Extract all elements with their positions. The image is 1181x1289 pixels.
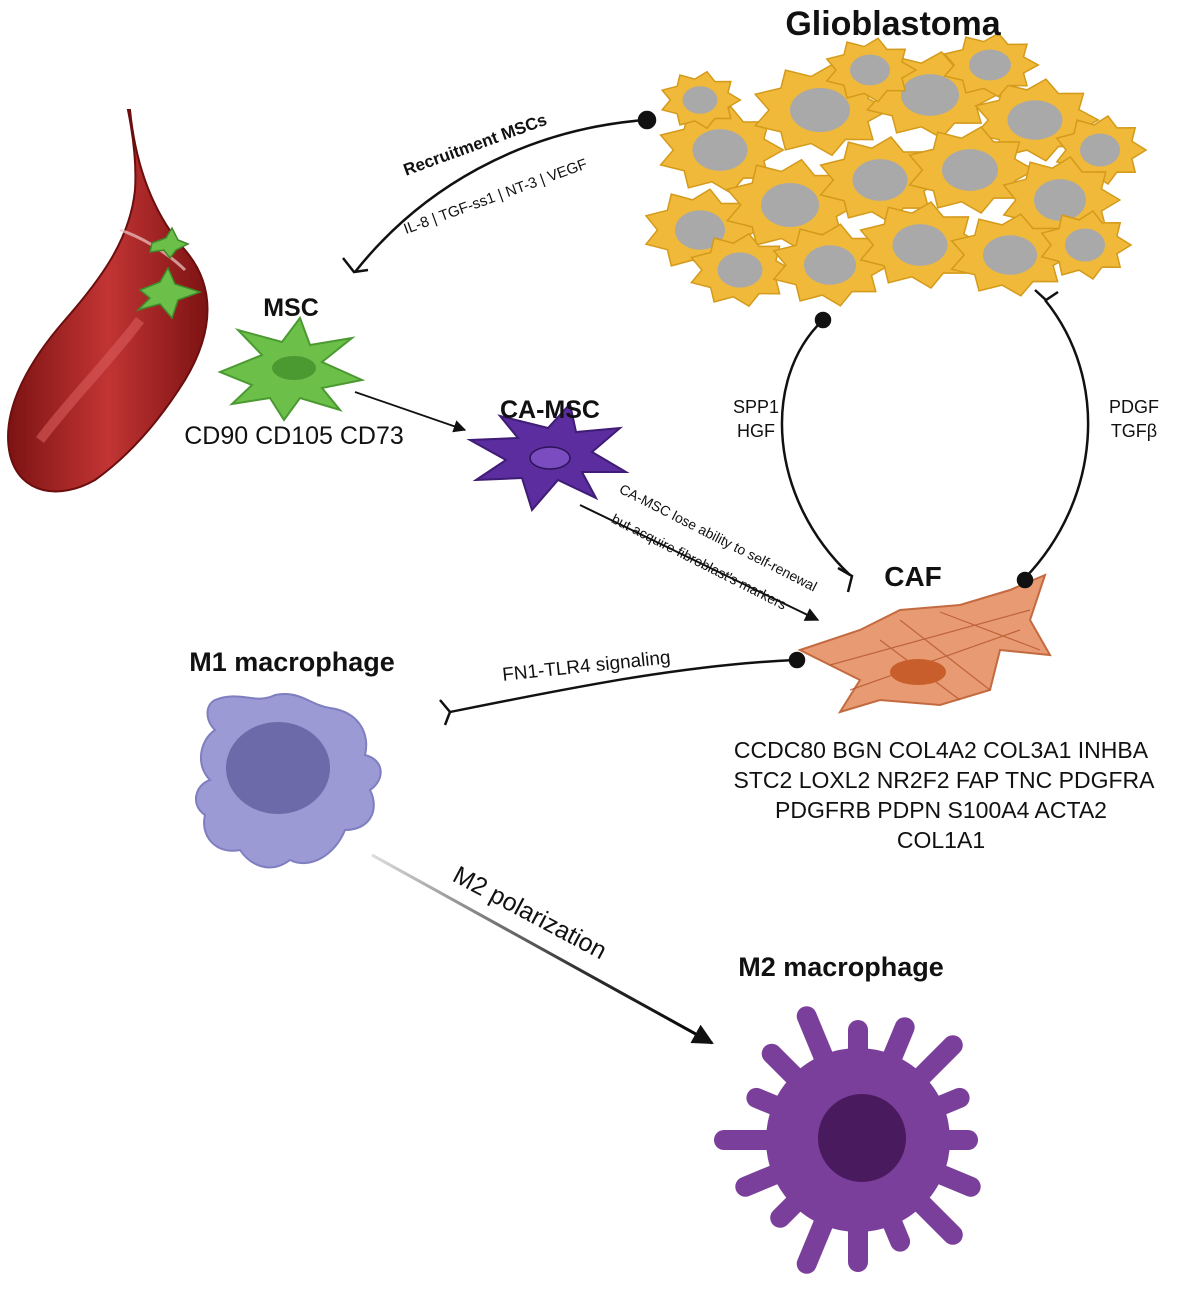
tumor-cell-nucleus	[1034, 179, 1086, 221]
tumor-cell-nucleus	[675, 210, 725, 250]
connector-m2-polarization	[371, 853, 714, 1045]
connector-recruitment	[342, 110, 657, 274]
tumor-cell-nucleus	[761, 183, 819, 227]
caf-markers-line-2: STC2 LOXL2 NR2F2 FAP TNC PDGFRA	[734, 767, 1156, 793]
connector-pdgf-tgfb	[1016, 289, 1090, 589]
m1-macrophage-label: M1 macrophage	[189, 647, 395, 677]
m1-macrophage-icon	[195, 693, 382, 869]
hgf-label: HGF	[737, 421, 775, 441]
m2-nucleus-shape	[818, 1094, 906, 1182]
blood-vessel-icon	[7, 109, 209, 493]
tumor-cell-nucleus	[983, 235, 1037, 275]
msc-label: MSC	[263, 294, 319, 322]
ca-msc-cell-icon	[466, 401, 630, 513]
tumor-cell-nucleus	[969, 49, 1011, 81]
tumor-cell-nucleus	[850, 54, 890, 86]
fn1-tlr4-label: FN1-TLR4 signaling	[501, 647, 671, 686]
caf-cell-icon	[797, 573, 1052, 714]
caf-markers-line-3: PDGFRB PDPN S100A4 ACTA2	[775, 797, 1107, 823]
pdgf-label: PDGF	[1109, 397, 1159, 417]
glioblastoma-title: Glioblastoma	[785, 5, 1001, 43]
msc-markers: CD90 CD105 CD73	[184, 422, 404, 450]
msc-cell-icon	[217, 315, 366, 422]
tumor-cell-nucleus	[852, 159, 908, 201]
tumor-cell-nucleus	[892, 224, 948, 266]
ca-msc-label: CA-MSC	[500, 396, 600, 424]
tumor-cell-nucleus	[692, 129, 748, 171]
m2-macrophage-label: M2 macrophage	[738, 952, 944, 982]
vessel-msc-icon	[135, 226, 203, 320]
tumor-cell-nucleus	[682, 86, 718, 114]
connector-fn1-tlr4	[439, 651, 806, 726]
tgfb-label: TGFβ	[1111, 421, 1157, 441]
caf-markers-line-4: COL1A1	[897, 827, 985, 853]
connector-spp1-hgf	[780, 311, 854, 593]
tumor-cell-nucleus	[1007, 100, 1063, 140]
connector-camsc-to-caf	[579, 504, 820, 621]
caf-label: CAF	[884, 561, 942, 592]
caf-markers-line-1: CCDC80 BGN COL4A2 COL3A1 INHBA	[734, 737, 1149, 763]
tumor-cell-nucleus	[1080, 133, 1120, 167]
tumor-cell-nucleus	[717, 252, 763, 288]
glioblastoma-tumor-icon	[644, 32, 1148, 308]
tumor-cell-nucleus	[1065, 228, 1105, 262]
connector-msc-to-camsc	[354, 391, 467, 433]
tumor-cell-nucleus	[804, 245, 856, 285]
m2-polarization-label: M2 polarization	[448, 861, 611, 965]
tumor-cell-nucleus	[901, 74, 959, 116]
m2-macrophage-icon	[714, 1006, 981, 1274]
spp1-label: SPP1	[733, 397, 779, 417]
tumor-cell-nucleus	[942, 149, 998, 191]
tumor-cell-nucleus	[790, 88, 850, 132]
